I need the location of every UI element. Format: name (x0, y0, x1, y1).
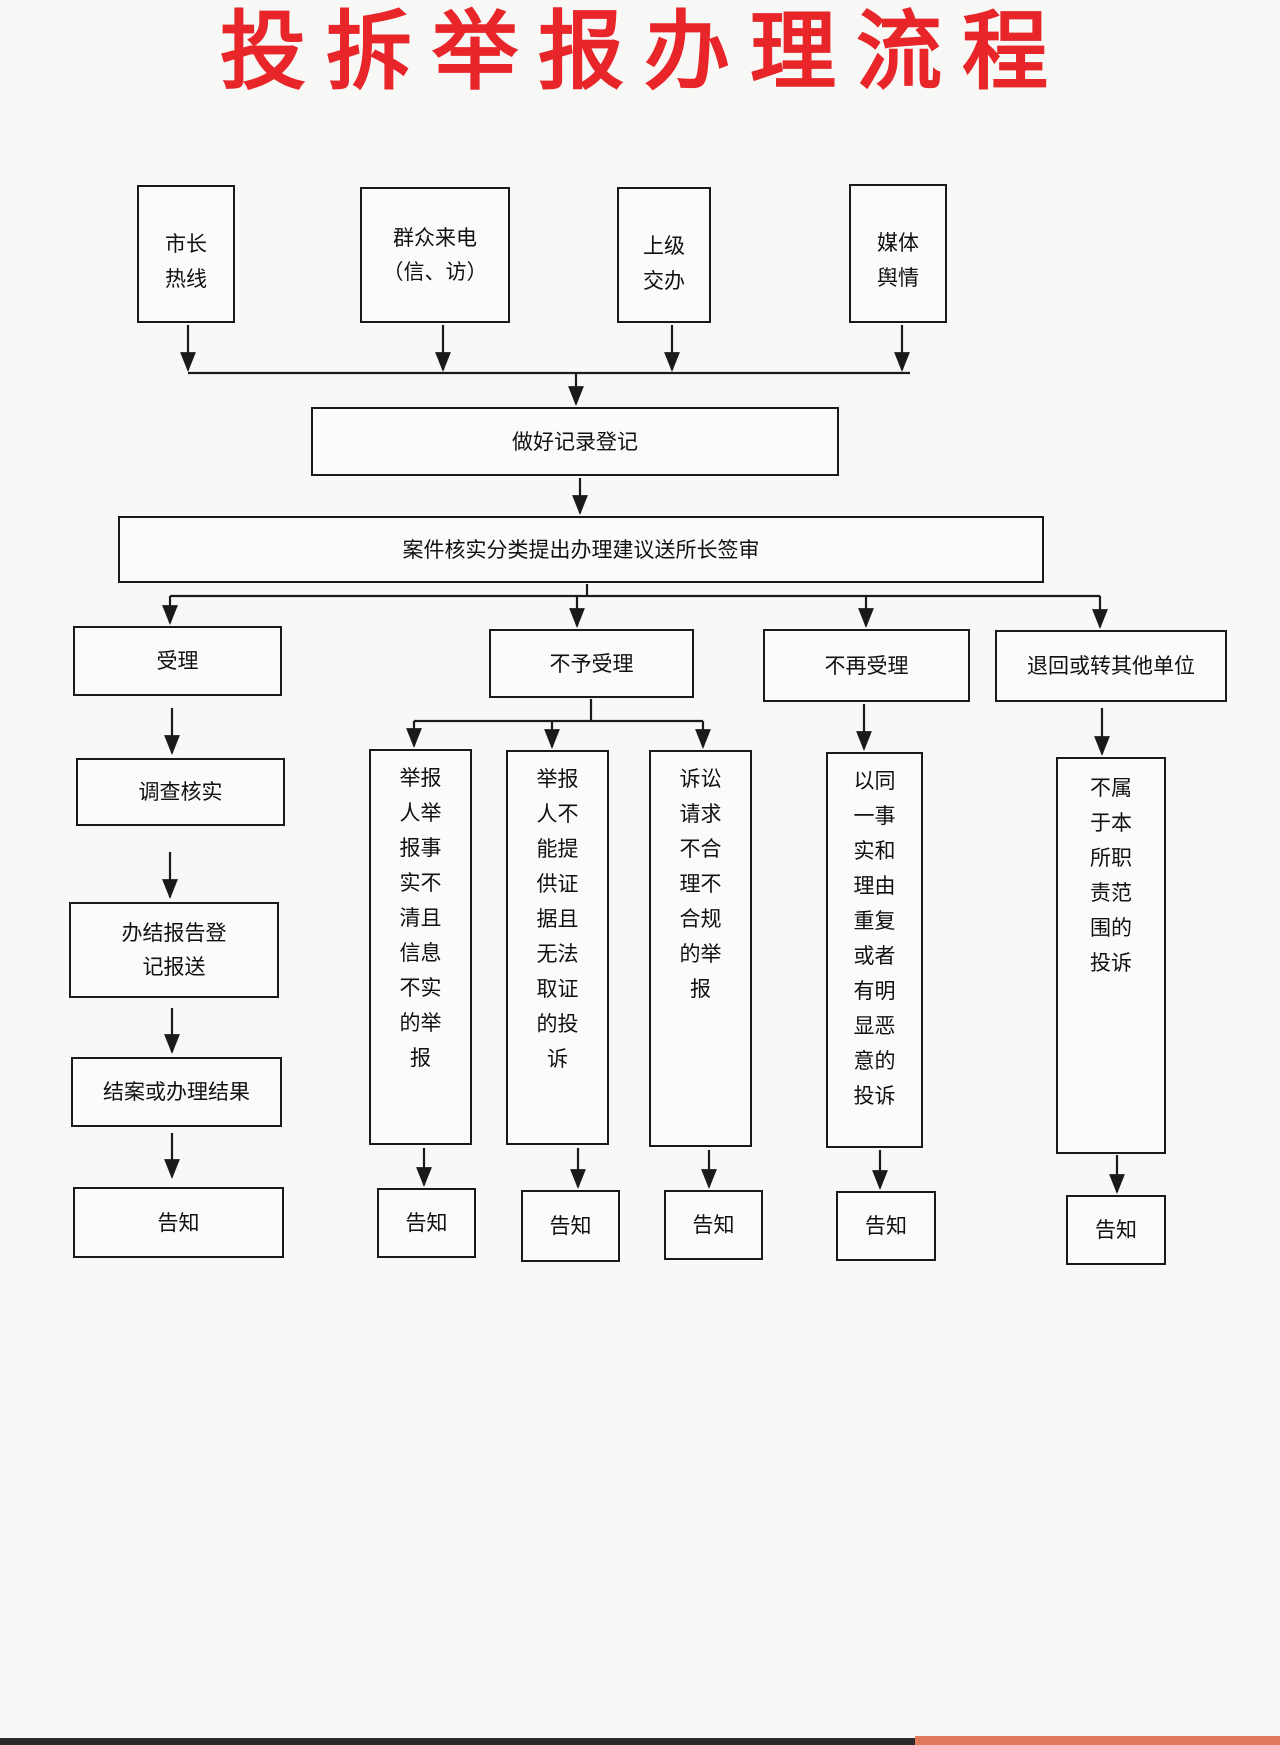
register-box: 做好记录登记 (311, 407, 839, 476)
bottom-edge (0, 1738, 1280, 1745)
source-public-calls: 群众来电（信、访） (360, 187, 510, 323)
bottom-edge-accent (915, 1736, 1280, 1745)
reason-no-evidence: 举报人不能提供证据且无法取证的投诉 (506, 750, 609, 1145)
reason-repeat-malicious: 以同一事实和理由重复或者有明显恶意的投诉 (826, 752, 923, 1148)
notify-box-accept: 告知 (73, 1187, 284, 1258)
reason-out-of-scope: 不属于本所职责范围的投诉 (1056, 757, 1166, 1154)
branch-accept: 受理 (73, 626, 282, 696)
reason-unreasonable-claim: 诉讼请求不合理不合规的举报 (649, 750, 752, 1147)
branch-no-reaccept: 不再受理 (763, 629, 970, 702)
report-box: 办结报告登记报送 (69, 902, 279, 998)
notify-box-5: 告知 (1066, 1195, 1166, 1265)
branch-reject: 不予受理 (489, 629, 694, 698)
close-case-box: 结案或办理结果 (71, 1057, 282, 1127)
notify-box-1: 告知 (377, 1188, 476, 1258)
reason-unclear-report: 举报人举报事实不清且信息不实的举报 (369, 749, 472, 1145)
notify-box-3: 告知 (664, 1190, 763, 1260)
review-box: 案件核实分类提出办理建议送所长签审 (118, 516, 1044, 583)
page-title: 投拆举报办理流程 (220, 2, 1068, 102)
notify-box-2: 告知 (521, 1190, 620, 1262)
source-media-opinion: 媒体舆情 (849, 184, 947, 323)
investigate-box: 调查核实 (76, 758, 285, 826)
notify-box-4: 告知 (836, 1191, 936, 1261)
source-mayor-hotline: 市长热线 (137, 185, 235, 323)
branch-return-transfer: 退回或转其他单位 (995, 630, 1227, 702)
source-superior-assignment: 上级交办 (617, 187, 711, 323)
